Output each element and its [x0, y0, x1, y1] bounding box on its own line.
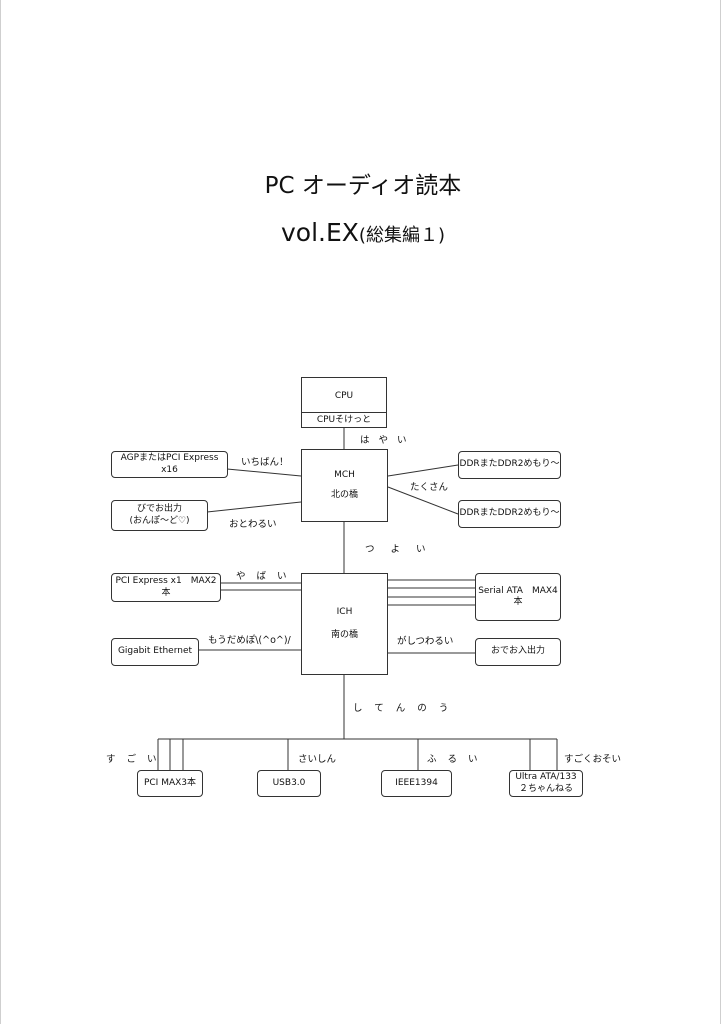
- gigabit-label: Gigabit Ethernet: [117, 646, 193, 657]
- pcie-x1-box: PCI Express x1 MAX2本: [111, 573, 221, 602]
- ieee-label: IEEE1394: [395, 777, 438, 788]
- cpu-socket-label: CPUそけっと: [316, 415, 372, 425]
- wire-video-mch: [206, 501, 302, 513]
- ieee-link-annotation: ふるい: [427, 754, 489, 765]
- audio-box: おでお入出力: [475, 638, 561, 666]
- page-subtitle: vol.EX(総集編１): [0, 218, 726, 247]
- pci-box: PCI MAX3本: [137, 770, 203, 797]
- wire-agp-mch: [226, 468, 302, 477]
- bus-annotation: してんのう: [353, 703, 461, 714]
- ultra-ata-line1: Ultra ATA/133: [515, 772, 577, 783]
- wire-mch-ddr1: [387, 464, 459, 477]
- sata-label: Serial ATA MAX4本: [478, 585, 558, 607]
- fsb-annotation: はやい: [360, 435, 416, 446]
- ddr2-box: DDRまたDDR2めもり～: [458, 500, 561, 528]
- ieee-box: IEEE1394: [381, 770, 452, 797]
- pci-link-annotation: すごい: [106, 754, 168, 765]
- ddr2-label: DDRまたDDR2めもり～: [459, 508, 560, 519]
- page-edge-right: [720, 0, 721, 1024]
- audio-link-annotation: がしつわるい: [397, 636, 454, 647]
- cpu-label: CPU: [334, 391, 354, 401]
- usb-link-annotation: さいしん: [298, 754, 337, 765]
- video-link-annotation: おとわるい: [229, 519, 277, 530]
- ata-link-annotation: すごくおそい: [564, 754, 622, 765]
- ultra-ata-line2: ２ちゃんねる: [518, 783, 573, 794]
- subtitle-volume: vol.EX: [281, 218, 359, 247]
- usb-box: USB3.0: [257, 770, 321, 797]
- audio-label: おでお入出力: [490, 646, 545, 657]
- gigabit-box: Gigabit Ethernet: [111, 638, 199, 666]
- video-out-line1: びでお出力: [136, 504, 182, 515]
- pcie-link-annotation: やばい: [236, 571, 298, 582]
- pci-label: PCI MAX3本: [143, 777, 197, 788]
- page-title: PC オーディオ読本: [264, 173, 462, 199]
- mch-sublabel: 北の橋: [330, 489, 358, 500]
- ddr1-label: DDRまたDDR2めもり～: [459, 459, 560, 470]
- ultra-ata-box: Ultra ATA/133 ２ちゃんねる: [509, 770, 583, 797]
- subtitle-edition: (総集編１): [358, 225, 445, 246]
- agp-label: AGPまたはPCI Express x16: [120, 453, 219, 475]
- ddr1-box: DDRまたDDR2めもり～: [458, 451, 561, 479]
- agp-link-annotation: いちばん！: [241, 457, 289, 468]
- memory-link-annotation: たくさん: [410, 482, 449, 493]
- video-out-box: びでお出力 (おんぽ～ど♡): [111, 500, 208, 531]
- page-edge-left: [0, 0, 1, 1024]
- sata-box: Serial ATA MAX4本: [475, 573, 561, 621]
- usb-label: USB3.0: [272, 777, 306, 788]
- ich-label: ICH: [336, 606, 353, 617]
- pcie-x1-label: PCI Express x1 MAX2本: [115, 576, 217, 598]
- cpu-box: CPU CPUそけっと: [301, 377, 387, 428]
- hub-link-annotation: つよい: [365, 544, 442, 555]
- cpu-socket-divider: [302, 412, 386, 413]
- mch-box: MCH 北の橋: [301, 449, 388, 522]
- video-out-line2: (おんぽ～ど♡): [129, 515, 190, 526]
- ich-box: ICH 南の橋: [301, 573, 388, 675]
- agp-box: AGPまたはPCI Express x16: [111, 451, 228, 478]
- ich-sublabel: 南の橋: [330, 630, 358, 640]
- gigabit-link-annotation: もうだめぽ\(^o^)/: [208, 635, 291, 646]
- wire-mch-ddr2: [387, 486, 459, 515]
- mch-label: MCH: [334, 470, 355, 481]
